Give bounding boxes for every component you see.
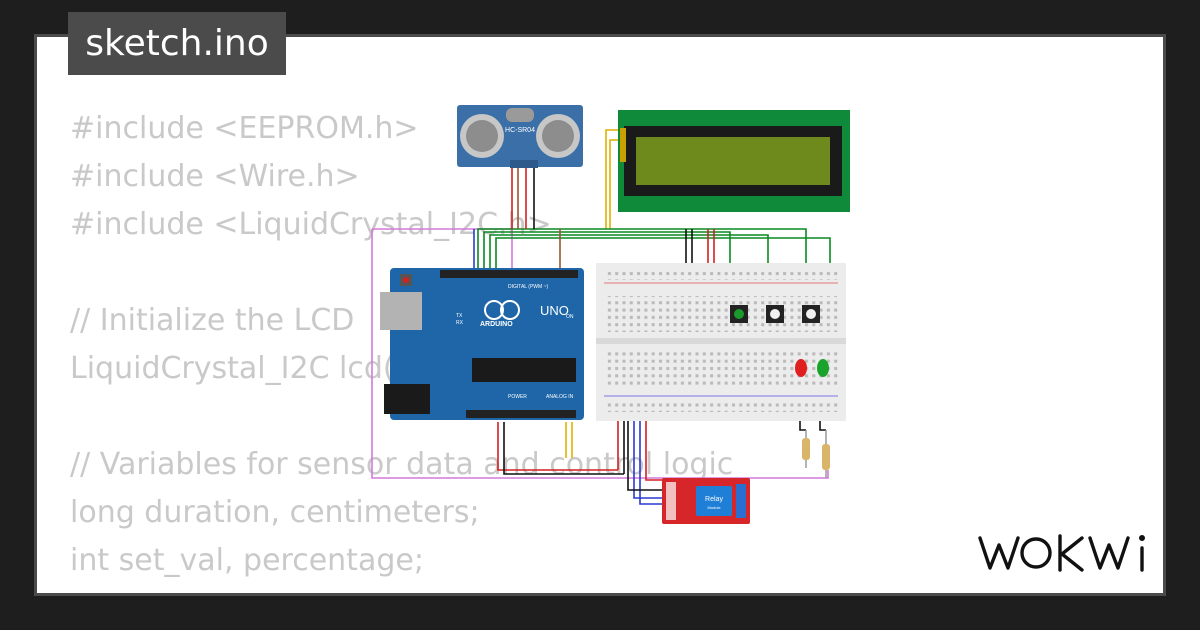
arduino-uno-board: UNO ARDUINO DIGITAL (PWM ~) POWER ANALOG… [380,268,584,420]
wokwi-logo [978,534,1145,572]
rx-label: RX [456,320,464,326]
relay-sub-label: Module [707,505,721,510]
push-buttons [730,305,820,323]
resistors [802,430,830,478]
digital-pins-label: DIGITAL (PWM ~) [508,284,548,290]
code-line: #include <Wire.h> [70,159,360,194]
sensor-label: HC-SR04 [505,127,535,134]
sketch-title-tab: sketch.ino [68,12,286,75]
code-line: bool state, pump; [70,585,733,593]
relay-module: Relay Module [662,478,750,524]
on-led-label: ON [566,314,574,320]
code-line: int set_val, percentage; [70,543,424,578]
leds [795,359,829,377]
code-preview: #include <EEPROM.h> #include <Wire.h> #inc… [70,105,734,593]
lcd-display [618,110,850,212]
preview-card: #include <EEPROM.h> #include <Wire.h> #inc… [34,34,1166,596]
code-line: LiquidCrystal_I2C lcd( [70,351,395,386]
ultrasonic-sensor: HC-SR04 [457,105,583,168]
code-line: #include <LiquidCrystal_I2C.h> [70,207,552,242]
breadboard [596,263,846,421]
arduino-brand-label: ARDUINO [480,321,513,328]
code-line: // Variables for sensor data and control… [70,447,734,482]
arduino-model-label: UNO [540,303,569,318]
code-line: long duration, centimeters; [70,495,480,530]
code-line: #include <EEPROM.h> [70,111,419,146]
power-pins-label: POWER [508,394,527,400]
tx-label: TX [456,313,463,319]
code-line: // Initialize the LCD [70,303,355,338]
relay-title-label: Relay [705,496,723,503]
analog-pins-label: ANALOG IN [546,394,574,400]
